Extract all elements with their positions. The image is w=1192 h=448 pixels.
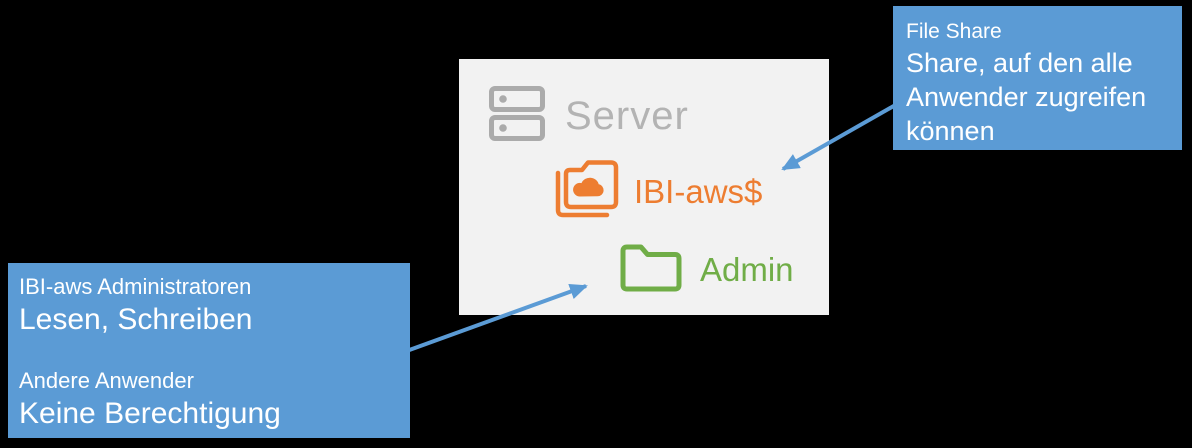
server-panel: Server IBI-aws$ Admin xyxy=(459,59,829,315)
server-row: Server xyxy=(489,86,689,147)
permissions-group2-name: Andere Anwender xyxy=(19,368,194,393)
server-title: Server xyxy=(565,94,689,138)
permissions-spacer xyxy=(19,338,396,366)
admin-folder-row: Admin xyxy=(619,241,794,298)
folder-icon xyxy=(619,241,683,298)
callout-permissions: IBI-aws Administratoren Lesen, Schreiben… xyxy=(8,263,410,438)
admin-folder-name: Admin xyxy=(700,250,794,288)
shared-cloud-folder-icon xyxy=(554,158,620,225)
file-share-row: IBI-aws$ xyxy=(554,158,762,225)
callout-file-share: File Share Share, auf den alle Anwender … xyxy=(893,6,1182,150)
file-share-name: IBI-aws$ xyxy=(634,172,763,210)
permissions-group1-rights: Lesen, Schreiben xyxy=(19,303,253,336)
permissions-group2-rights: Keine Berechtigung xyxy=(19,397,281,430)
permissions-group1-name: IBI-aws Administratoren xyxy=(19,274,252,299)
callout-file-share-heading: File Share xyxy=(906,20,1002,43)
server-icon xyxy=(489,86,545,147)
callout-file-share-body: Share, auf den alle Anwender zugreifen k… xyxy=(906,48,1147,146)
